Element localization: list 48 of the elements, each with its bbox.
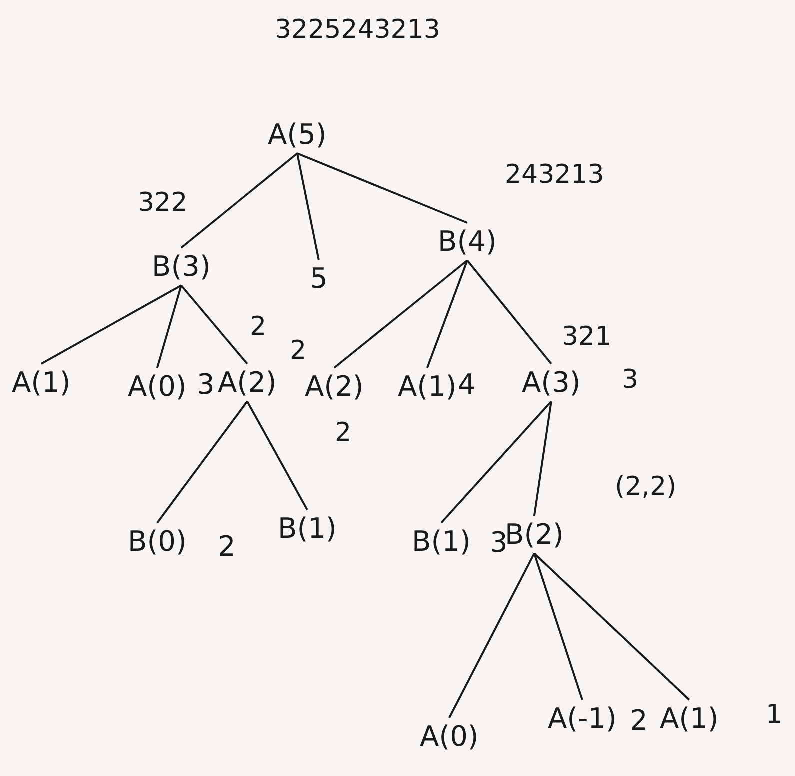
annotation-number: 2 [335, 418, 352, 450]
call-label: B(1) [412, 525, 471, 559]
tree-line [466, 260, 552, 365]
annotation-number: 3 [622, 365, 639, 396]
annotation-number: 322 [138, 188, 188, 220]
call-label: A(3) [522, 366, 581, 400]
annotation-number: 2 [630, 704, 648, 738]
annotation-number: 3 [197, 368, 215, 402]
call-label: A(1) [660, 702, 719, 736]
tree-line [180, 284, 248, 365]
call-label: A(2) [305, 370, 364, 404]
tree-line [246, 401, 308, 510]
call-label: A(0) [420, 720, 479, 754]
call-label: B(4) [438, 225, 497, 259]
tree-line [297, 152, 468, 224]
call-label: B(0) [128, 525, 187, 559]
call-label: 5 [310, 262, 328, 296]
tree-line [40, 284, 182, 365]
call-label: A(0) [128, 370, 187, 404]
annotation-number: 321 [562, 322, 612, 354]
tree-line [440, 400, 552, 524]
tree-line [426, 260, 468, 368]
tree-line [156, 401, 248, 524]
call-label: A(-1) [548, 702, 617, 736]
tree-line [180, 152, 298, 249]
tree-line [533, 401, 552, 516]
annotation-number: 4 [458, 368, 476, 402]
call-label: A(1) [12, 366, 71, 400]
call-label: B(1) [278, 512, 337, 546]
call-label: B(2) [505, 518, 564, 552]
annotation-number: 1 [766, 700, 783, 732]
call-label: B(3) [152, 250, 211, 284]
tree-line [296, 153, 320, 260]
tree-line [156, 285, 182, 368]
annotation-number: 3 [490, 526, 508, 560]
call-label: A(2) [218, 366, 277, 400]
call-label: A(5) [268, 118, 327, 152]
annotation-number: 2 [218, 530, 236, 564]
annotation-number: 243213 [505, 160, 604, 192]
annotation-number: (2,2) [615, 472, 677, 504]
annotation-number: 2 [250, 312, 267, 344]
annotation-number: 2 [290, 336, 307, 368]
tree-line [533, 553, 584, 700]
tree-line [448, 553, 536, 718]
tree-line [534, 552, 690, 701]
tree-line [334, 260, 468, 369]
annotation-number: 3225243213 [275, 15, 440, 46]
call-label: A(1) [398, 370, 457, 404]
